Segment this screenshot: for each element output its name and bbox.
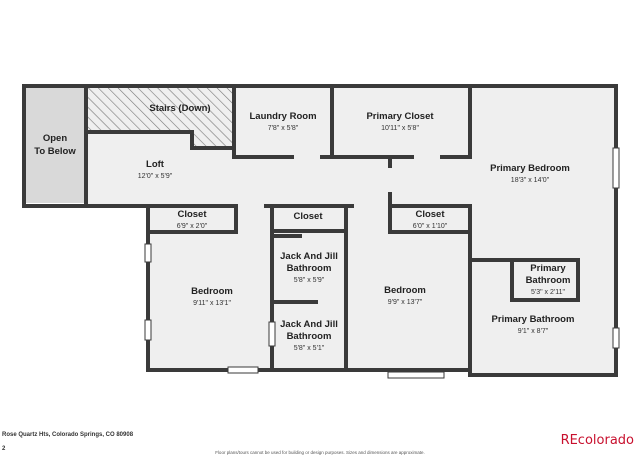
primary-bath-small-label: Primary [530,263,566,274]
loft-label: Loft [146,159,165,170]
open-to-below-label: Open [43,133,67,144]
window [227,366,259,374]
closet-right-label: Closet [415,209,445,220]
open-to-below-label: To Below [34,146,76,157]
room-labels: Open To Below Stairs (Down) Laundry Room… [34,103,574,352]
closet-mid-label: Closet [293,211,323,222]
main-floor-area [86,86,616,375]
closet-left-dim: 6'9" x 2'0" [177,223,208,230]
open-to-below-area [24,86,86,203]
brand-logo: REcolorado [560,433,634,448]
window [612,327,620,349]
bedroom-left-dim: 9'11" x 13'1" [193,300,231,307]
bedroom-left-label: Bedroom [191,286,233,297]
window [612,147,620,189]
jack-and-jill-bath-2-label: Jack And Jill [280,319,338,330]
primary-closet-dim: 10'11" x 5'8" [381,125,419,132]
floor-plan: Open To Below Stairs (Down) Laundry Room… [22,84,620,379]
window [144,243,152,263]
stairs-label: Stairs (Down) [149,103,210,114]
bedroom-mid-label: Bedroom [384,285,426,296]
primary-closet-label: Primary Closet [366,111,434,122]
primary-bath-small-dim: 5'3" x 2'11" [531,289,565,296]
laundry-room-dim: 7'8" x 5'8" [268,125,299,132]
floor-number: 2 [2,446,6,452]
closet-left-label: Closet [177,209,207,220]
primary-bedroom-dim: 18'3" x 14'0" [511,177,550,184]
jack-and-jill-bath-2-dim: 5'8" x 5'1" [294,345,325,352]
primary-bath-small-label: Bathroom [526,275,571,286]
window [387,371,445,379]
stairs-area [86,86,234,148]
bedroom-mid-dim: 9'9" x 13'7" [388,299,423,306]
closet-right-dim: 6'0" x 1'10" [413,223,448,230]
floor-fills [24,86,616,375]
window [268,321,276,347]
windows [144,147,620,379]
jack-and-jill-bath-1-dim: 5'8" x 5'9" [294,277,325,284]
primary-bathroom-label: Primary Bathroom [492,314,575,325]
primary-bathroom-dim: 9'1" x 8'7" [518,328,549,335]
jack-and-jill-bath-1-label: Jack And Jill [280,251,338,262]
property-address: Rose Quartz Hts, Colorado Springs, CO 80… [2,432,134,438]
laundry-room-label: Laundry Room [249,111,316,122]
window [144,319,152,341]
primary-bedroom-label: Primary Bedroom [490,163,570,174]
jack-and-jill-bath-2-label: Bathroom [287,331,332,342]
loft-dim: 12'0" x 5'9" [138,173,173,180]
jack-and-jill-bath-1-label: Bathroom [287,263,332,274]
disclaimer: Floor plans/tours cannot be used for bui… [215,450,425,455]
